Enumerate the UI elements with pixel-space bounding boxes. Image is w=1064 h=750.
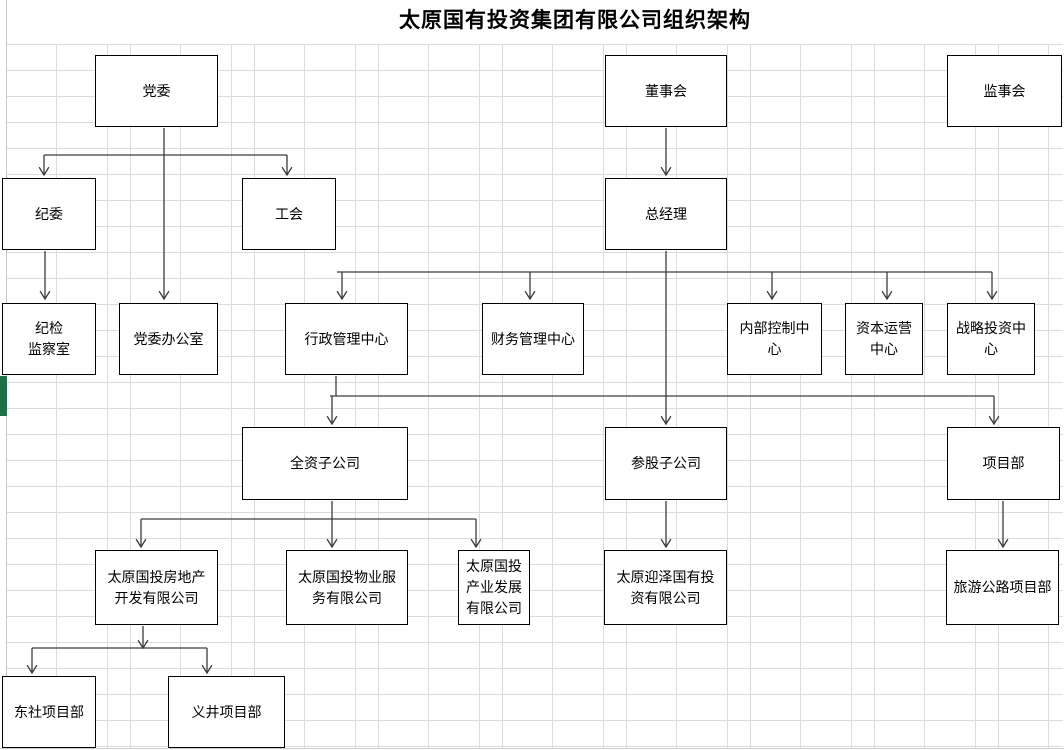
node-property-service-company[interactable]: 太原国投物业服 务有限公司: [286, 550, 408, 625]
node-project-department[interactable]: 项目部: [947, 427, 1060, 500]
node-board-of-directors[interactable]: 董事会: [605, 55, 727, 127]
sheet-bottom-gridline: [0, 748, 1064, 749]
node-tourism-highway-project[interactable]: 旅游公路项目部: [946, 550, 1059, 625]
node-admin-center[interactable]: 行政管理中心: [285, 303, 408, 375]
node-yingze-investment-company[interactable]: 太原迎泽国有投 资有限公司: [604, 550, 727, 625]
node-labor-union[interactable]: 工会: [242, 178, 336, 250]
node-equity-subsidiaries[interactable]: 参股子公司: [605, 427, 727, 500]
node-real-estate-company[interactable]: 太原国投房地产 开发有限公司: [95, 550, 218, 625]
node-capital-operation-center[interactable]: 资本运营 中心: [845, 303, 923, 375]
node-strategic-investment-center[interactable]: 战略投资中 心: [947, 303, 1035, 375]
node-discipline-committee[interactable]: 纪委: [2, 178, 96, 250]
node-general-manager[interactable]: 总经理: [605, 178, 727, 250]
node-supervisory-board[interactable]: 监事会: [947, 55, 1062, 127]
node-wholly-owned-subsidiaries[interactable]: 全资子公司: [242, 427, 408, 500]
chart-title: 太原国有投资集团有限公司组织架构: [399, 9, 751, 32]
node-yijing-project[interactable]: 义井项目部: [168, 676, 285, 748]
node-industry-development-company[interactable]: 太原国投 产业发展 有限公司: [458, 550, 530, 625]
node-dongshe-project[interactable]: 东社项目部: [2, 676, 96, 748]
node-finance-center[interactable]: 财务管理中心: [482, 303, 584, 375]
node-internal-control-center[interactable]: 内部控制中 心: [727, 303, 822, 375]
node-party-committee-office[interactable]: 党委办公室: [119, 303, 218, 375]
cell-selection-marker: [0, 376, 7, 416]
node-party-committee[interactable]: 党委: [95, 55, 218, 127]
node-discipline-inspection-office[interactable]: 纪检 监察室: [2, 303, 96, 375]
